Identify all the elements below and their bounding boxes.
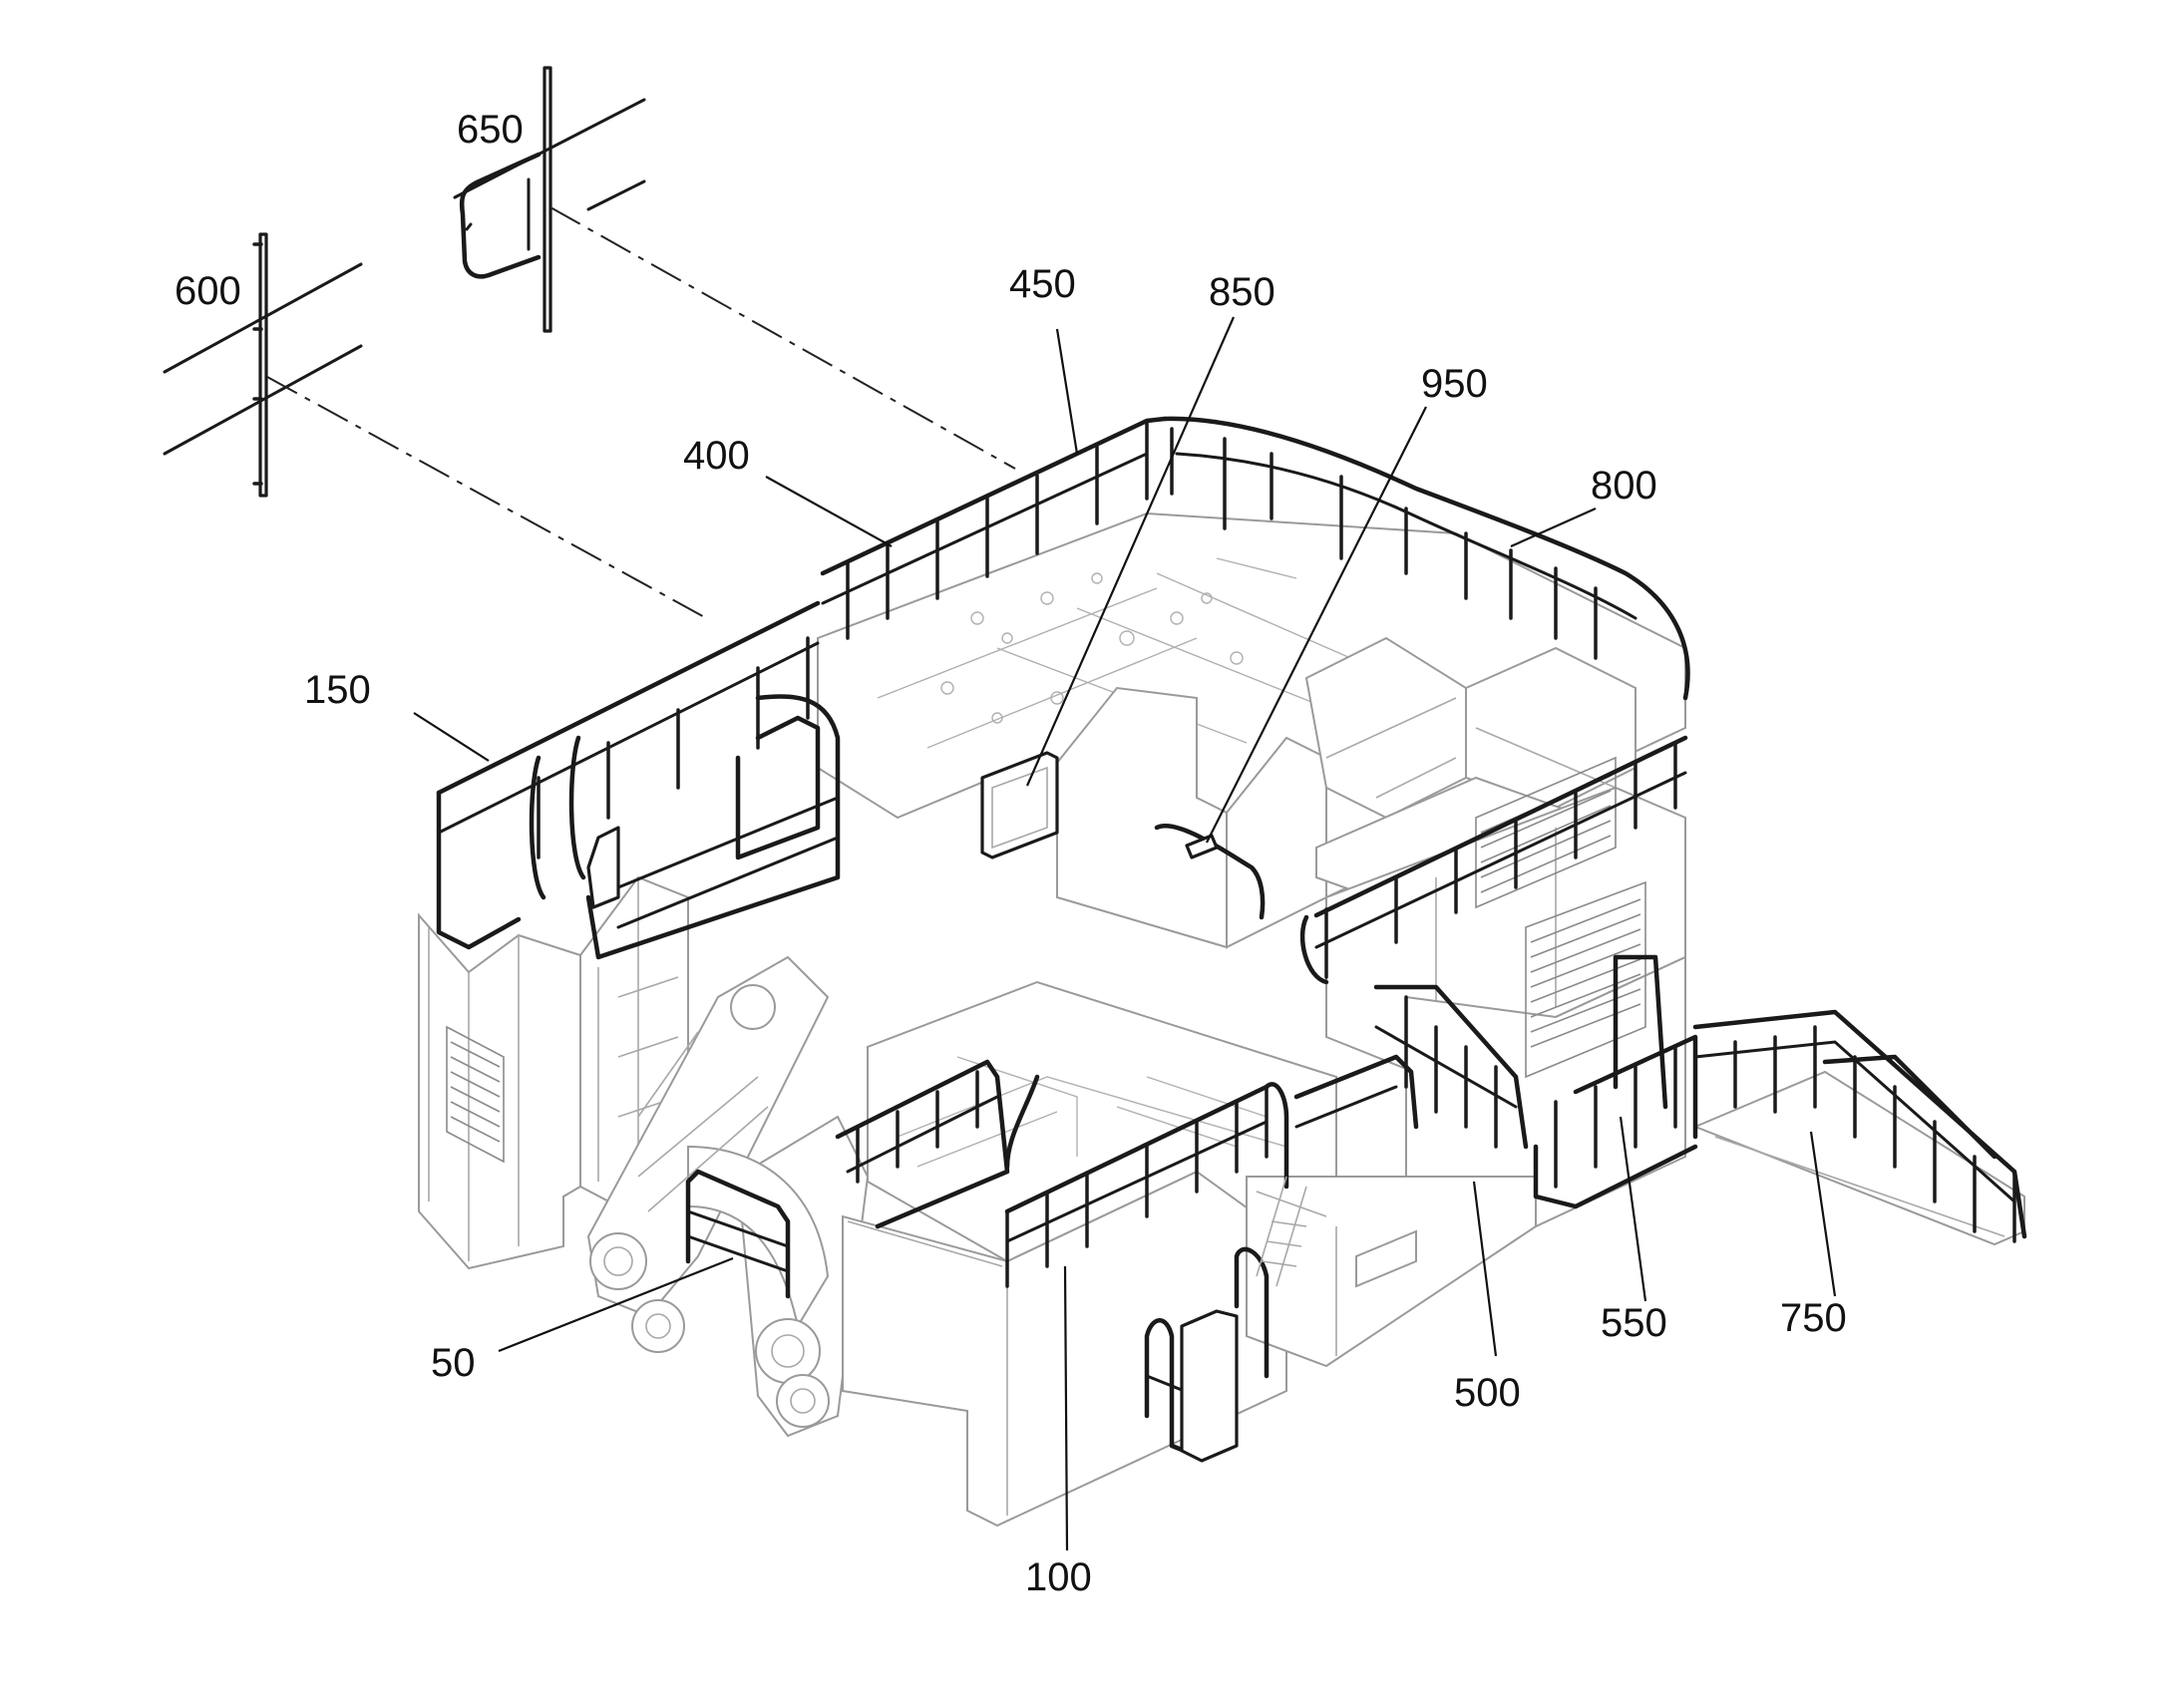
label-550: 550 — [1601, 1301, 1667, 1345]
leader-750 — [1809, 1131, 1837, 1297]
label-850: 850 — [1209, 270, 1275, 314]
front-access-ladder — [1144, 1176, 1307, 1463]
right-side-railing — [1299, 735, 1688, 985]
deck-holes — [940, 572, 1244, 724]
boom-structure — [586, 955, 870, 1438]
handrail-950 — [1154, 824, 1266, 920]
leader-100 — [1063, 1265, 1069, 1551]
leader-400 — [765, 476, 893, 547]
reference-numerals: 650 600 450 850 950 400 800 150 50 100 5… — [175, 108, 1847, 1599]
label-650: 650 — [457, 108, 524, 152]
exploded-part-650 — [453, 66, 646, 333]
front-left-railing — [835, 1059, 1040, 1229]
machine-body — [418, 512, 2025, 1528]
left-railing-150 — [436, 600, 841, 960]
label-100: 100 — [1025, 1555, 1092, 1599]
leader-lines — [413, 316, 1837, 1551]
handrail-850 — [980, 751, 1059, 859]
label-150: 150 — [304, 668, 371, 712]
label-450: 450 — [1009, 262, 1076, 306]
assembly-line-650 — [549, 206, 1016, 470]
label-500: 500 — [1454, 1371, 1521, 1415]
leader-50 — [498, 1256, 734, 1353]
label-750: 750 — [1780, 1296, 1847, 1340]
assembly-line-600 — [266, 376, 711, 621]
front-railing-100 — [1004, 1054, 1419, 1288]
right-walkway-railing-550 — [1533, 954, 1698, 1209]
top-railing-450 — [820, 416, 1174, 640]
leader-450 — [1055, 328, 1079, 455]
leader-800 — [1510, 507, 1597, 548]
top-railing-800 — [1162, 416, 1690, 701]
leader-500 — [1472, 1181, 1498, 1357]
front-right-railing-500 — [1373, 984, 1529, 1150]
ladder-50 — [685, 1169, 791, 1299]
leader-550 — [1619, 1116, 1647, 1302]
leader-950 — [1206, 406, 1427, 844]
label-400: 400 — [683, 434, 750, 478]
leader-150 — [413, 712, 490, 762]
label-50: 50 — [431, 1341, 476, 1385]
left-grille — [446, 1025, 505, 1164]
label-950: 950 — [1421, 362, 1488, 406]
leader-850 — [1025, 316, 1236, 787]
right-lower-grille — [1525, 880, 1646, 1079]
label-800: 800 — [1591, 464, 1657, 508]
ramp-railing-750 — [1692, 1009, 2027, 1243]
label-600: 600 — [175, 269, 241, 313]
exploded-part-600 — [163, 232, 363, 498]
